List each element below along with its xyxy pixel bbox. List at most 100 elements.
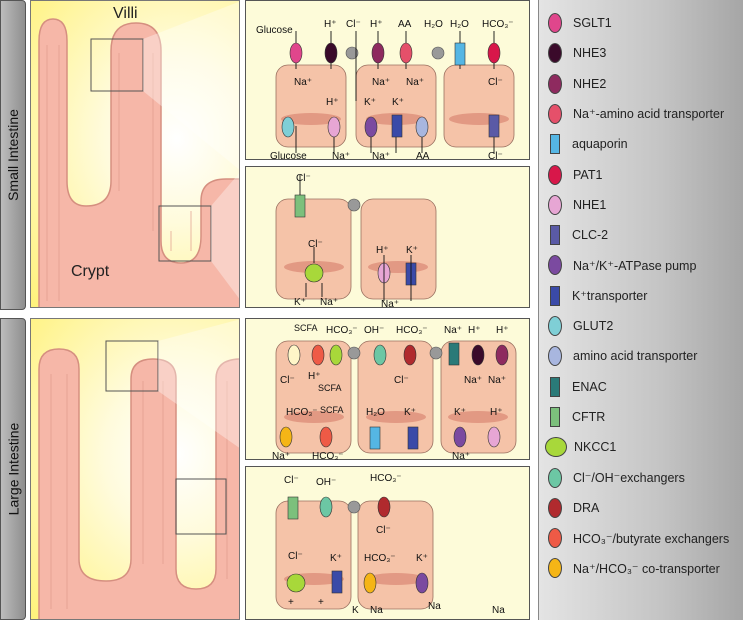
label-h-1: H⁺ [324,19,337,30]
legend-swatch [550,285,560,306]
legend-swatch [548,528,562,549]
label-k-3: K [352,605,359,616]
label-h: H⁺ [376,245,389,256]
label-k: K⁺ [406,245,418,256]
legend-item: CFTR [547,406,605,428]
legend-label: NHE2 [573,76,607,91]
legend-item: ENAC [547,376,607,398]
villi-illustration [38,1,239,307]
legend-item: HCO₃⁻/butyrate exchangers [547,527,729,549]
label-na-1: Na [370,605,383,616]
label-h-2: H⁺ [496,325,509,336]
label-k-2: K⁺ [392,97,404,108]
label-na-1: Na⁺ [444,325,462,336]
label-aa-bot: AA [416,151,430,161]
label-cl-2: Cl⁻ [488,77,503,88]
label-plus-1: + [288,597,294,608]
label-k-2: K⁺ [416,553,428,564]
label-cl-1: Cl⁻ [280,375,295,386]
legend-swatch [548,346,562,367]
label-h-1: H⁺ [468,325,481,336]
label-k-2: K⁺ [454,407,466,418]
label-na-2: Na⁺ [464,375,482,386]
legend-item: Na⁺-amino acid transporter [547,103,724,125]
label-na-4: Na⁺ [272,451,290,461]
large-intestine-label: Large Intestine [5,422,21,516]
legend-item: aquaporin [547,133,628,155]
label-k-1: K⁺ [330,553,342,564]
legend-swatch [548,13,562,33]
label-k-1: K⁺ [364,97,376,108]
label-oh: OH⁻ [316,477,336,488]
legend-label: NHE3 [573,46,607,61]
label-na-5: Na⁺ [372,151,390,161]
label-na-3: Na [492,605,505,616]
legend-swatch [545,437,567,458]
villi-label: Villi [113,5,138,22]
legend-swatch [550,134,560,155]
legend-swatch [550,406,560,427]
legend-label: CFTR [572,409,606,424]
legend-item: NHE3 [547,42,606,64]
legend-label: SGLT1 [573,16,612,30]
legend-item: GLUT2 [547,315,613,337]
li-crypt-detail: Cl⁻ OH⁻ HCO₃⁻ Cl⁻ Cl⁻ K⁺ HCO₃⁻ K⁺ + + K … [245,466,530,620]
label-hco3-2: HCO₃⁻ [364,553,396,564]
label-glucose-bot: Glucose [270,151,307,161]
legend-item: NHE1 [547,194,606,216]
legend-item: Na⁺/HCO₃⁻ co-transporter [547,557,720,579]
label-h-3: H⁺ [326,97,339,108]
label-scfa-2: SCFA [318,383,342,393]
label-na-2: Na [428,601,441,612]
label-hco3-3: HCO₃⁻ [286,407,318,418]
legend-item: amino acid transporter [547,345,697,367]
li-surface-detail: SCFA HCO₃⁻ OH⁻ HCO₃⁻ Na⁺ H⁺ H⁺ Cl⁻ H⁺ SC… [245,318,530,461]
small-intestine-label: Small Intestine [5,109,22,201]
label-na-2: Na⁺ [372,77,390,88]
legend-swatch [548,497,562,518]
legend-item: Na⁺/K⁺-ATPase pump [547,254,696,276]
legend-swatch [548,103,562,124]
label-scfa-3: SCFA [320,405,344,415]
label-oh: OH⁻ [364,325,384,336]
legend-label: Na⁺/HCO₃⁻ co-transporter [573,561,720,576]
legend-label: NKCC1 [574,440,617,455]
label-cl-1: Cl⁻ [284,475,299,486]
label-hco3-1: HCO₃⁻ [326,325,358,336]
legend-label: GLUT2 [573,319,614,333]
label-h-2: H⁺ [370,19,383,30]
label-cl-3: Cl⁻ [288,551,303,562]
si-villi-detail: Glucose H⁺ Cl⁻ H⁺ AA H₂O H₂O HCO₃⁻ Na⁺ N… [245,0,530,161]
label-hco3-2: HCO₃⁻ [396,325,428,336]
si-villi-cells: Glucose H⁺ Cl⁻ H⁺ AA H₂O H₂O HCO₃⁻ Na⁺ N… [256,19,515,161]
label-aa-top: AA [398,19,412,30]
label-k-1: K⁺ [404,407,416,418]
legend-item: DRA [547,497,599,519]
legend-item: CLC-2 [547,224,608,246]
legend-swatch [550,225,560,246]
label-scfa-1: SCFA [294,323,318,333]
legend-item: K⁺transporter [547,285,647,307]
si-crypt-detail: Cl⁻ Cl⁻ H⁺ K⁺ K⁺ Na⁺ Na⁺ [245,166,530,309]
label-cl-1: Cl⁻ [346,19,361,30]
legend-label: aquaporin [572,137,628,152]
small-intestine-tab: Small Intestine [0,0,26,310]
label-hco3: HCO₃⁻ [482,19,514,30]
label-hco3-1: HCO₃⁻ [370,473,402,484]
colon-crypt-illustration [38,319,239,619]
legend-swatch [548,43,562,64]
legend-label: DRA [573,500,600,515]
legend-item: SGLT1 [547,12,612,34]
large-intestine-tissue-panel [30,318,240,620]
label-cl-2: Cl⁻ [376,525,391,536]
legend-label: K⁺transporter [572,289,648,304]
legend-item: PAT1 [547,164,602,186]
li-crypt-cells: Cl⁻ OH⁻ HCO₃⁻ Cl⁻ Cl⁻ K⁺ HCO₃⁻ K⁺ + + K … [275,473,505,616]
legend-swatch [548,558,562,579]
legend-label: ENAC [572,379,607,394]
label-na-1: Na⁺ [294,77,312,88]
label-glucose-top: Glucose [256,25,293,36]
small-intestine-tissue-panel: Villi Crypt [30,0,240,308]
label-na-2: Na⁺ [381,299,399,309]
